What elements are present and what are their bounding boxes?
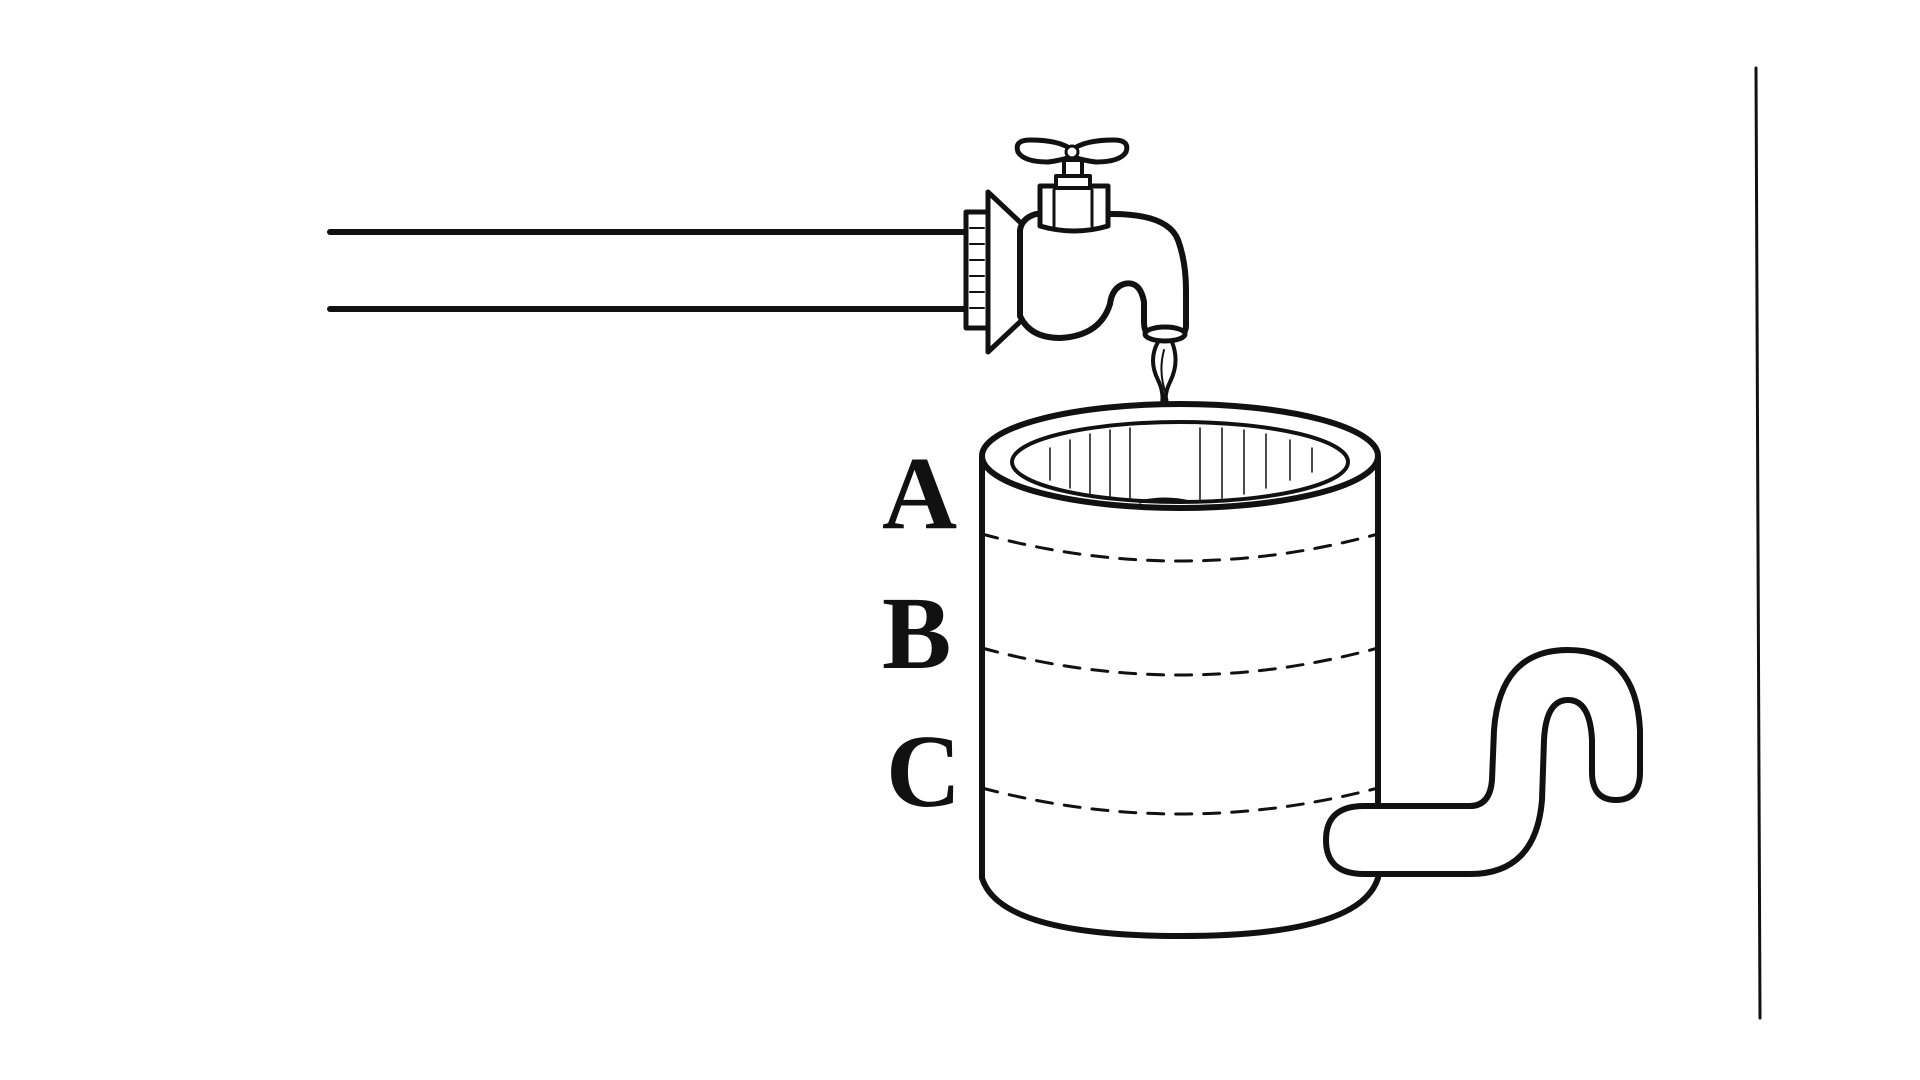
level-line-b (980, 646, 1380, 677)
inner-wall-shading (1049, 427, 1313, 501)
pipe-flange (963, 189, 1025, 355)
faucet-icon (1014, 137, 1189, 344)
supply-pipe (327, 229, 971, 312)
level-label-c: C (886, 714, 961, 829)
page-edge-line (1754, 66, 1762, 1020)
level-line-a (980, 532, 1380, 563)
s-shaped-outlet-pipe (1323, 647, 1643, 877)
level-label-a: A (882, 436, 957, 551)
cylindrical-container (979, 401, 1381, 939)
level-label-b: B (882, 576, 951, 691)
level-line-c (980, 786, 1380, 816)
